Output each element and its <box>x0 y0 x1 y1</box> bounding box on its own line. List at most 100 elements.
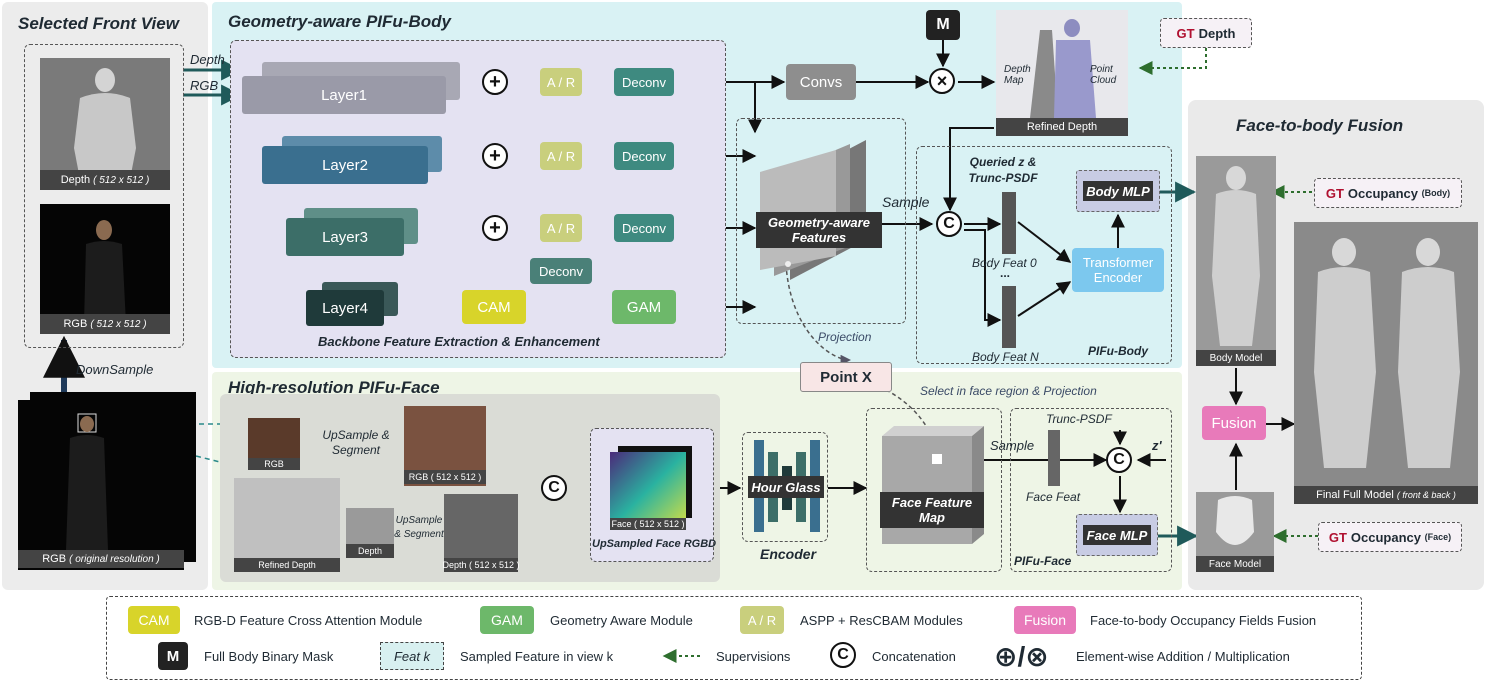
original-res: ( original resolution ) <box>69 553 160 565</box>
add-op-3: + <box>482 215 508 241</box>
depth-input-label: Depth <box>190 52 225 67</box>
layer1-label: Layer1 <box>321 86 367 104</box>
ar-module-1: A / R <box>540 68 582 96</box>
face-feat-label: Face Feat <box>1026 490 1081 504</box>
rgb-figure <box>84 220 126 324</box>
transformer-encoder: Transformer Encoder <box>1072 248 1164 292</box>
deconv-2: Deconv <box>614 142 674 170</box>
face-model-figure <box>1216 496 1254 545</box>
legend-box <box>106 596 1362 680</box>
deconv-3: Deconv <box>614 214 674 242</box>
face-feature-map-label: Face Feature Map <box>880 492 984 528</box>
add-op-2: + <box>482 143 508 169</box>
layer4-label: Layer4 <box>322 299 368 317</box>
body-feat-dots: ... <box>1000 266 1011 280</box>
legend-feat-desc: Sampled Feature in view k <box>460 649 614 664</box>
depth-res: ( 512 x 512 ) <box>93 174 150 186</box>
depth-caption-text: Depth <box>60 174 91 186</box>
refined-depth-figure <box>1030 19 1096 118</box>
body-mlp-box: Body MLP <box>1076 170 1160 212</box>
multiply-op: × <box>929 68 955 94</box>
front-view-box <box>24 44 184 348</box>
rgb-input-label: RGB <box>190 78 219 93</box>
refined-depth-caption: Refined Depth <box>996 118 1128 136</box>
upsample2-label: UpSample & Segment <box>394 515 444 540</box>
downsample-label: DownSample <box>76 362 154 377</box>
deconv-4: Deconv <box>530 258 592 284</box>
layer3-block: Layer3 <box>286 218 404 256</box>
concat-op-face2: C <box>1106 447 1132 473</box>
gt-depth-prefix: GT <box>1176 25 1195 41</box>
depth-map-label: Depth Map <box>1004 64 1031 86</box>
left-panel-title: Selected Front View <box>18 14 179 33</box>
gt-depth-label: Depth <box>1198 25 1236 41</box>
concat-op-body: C <box>936 211 962 237</box>
encoder-label: Encoder <box>760 546 817 562</box>
depth-caption: Depth ( 512 x 512 ) <box>40 170 170 190</box>
final-model-text: Final Full Model <box>1316 489 1394 501</box>
legend-concat-desc: Concatenation <box>872 649 956 664</box>
legend-feat: Feat k <box>380 642 444 670</box>
gt-face-sub: (Face) <box>1424 532 1452 542</box>
legend-mask: M <box>158 642 188 670</box>
legend-ar-desc: ASPP + ResCBAM Modules <box>800 613 963 628</box>
legend-mask-desc: Full Body Binary Mask <box>204 649 334 664</box>
body-feat-0-bar <box>1002 192 1016 254</box>
point-x-label: Point X <box>800 362 892 392</box>
face-model-caption: Face Model <box>1196 556 1274 572</box>
fusion-block: Fusion <box>1202 406 1266 440</box>
z-prime-label: z' <box>1152 438 1162 453</box>
sample-label: Sample <box>882 194 930 210</box>
legend-cam-desc: RGB-D Feature Cross Attention Module <box>194 613 423 628</box>
legend-concat: C <box>830 642 856 668</box>
pifu-face-label: PIFu-Face <box>1014 554 1072 568</box>
face-feat-bar <box>1048 430 1060 486</box>
layer3-label: Layer3 <box>322 228 368 246</box>
legend-gam: GAM <box>480 606 534 634</box>
legend-cam: CAM <box>128 606 180 634</box>
geo-panel-title: Geometry-aware PIFu-Body <box>228 12 451 31</box>
rgb-caption: RGB ( 512 x 512 ) <box>40 314 170 334</box>
pifu-face-box <box>1010 408 1172 572</box>
original-caption: RGB ( original resolution ) <box>18 550 184 568</box>
legend-ops: ⊕/⊗ <box>994 641 1049 672</box>
add-op-1: + <box>482 69 508 95</box>
geo-features-label: Geometry-aware Features <box>756 212 882 248</box>
body-feat-n-label: Body Feat N <box>972 350 1039 364</box>
original-figure <box>66 413 108 550</box>
original-caption-text: RGB <box>42 553 67 565</box>
refined-depth-small <box>234 478 340 572</box>
gt-face-label: Occupancy <box>1350 529 1421 545</box>
pifu-body-label: PIFu-Body <box>1088 344 1148 358</box>
face-512-caption: Face ( 512 x 512 ) <box>610 518 686 530</box>
face-mlp-label: Face MLP <box>1083 525 1151 545</box>
body-model-caption: Body Model <box>1196 350 1276 366</box>
depth-512-caption: Depth ( 512 x 512 ) <box>442 558 520 572</box>
rgb-image <box>40 204 170 334</box>
convs-block: Convs <box>786 64 856 100</box>
gt-body-label: Occupancy <box>1347 185 1419 201</box>
gam-module: GAM <box>612 290 676 324</box>
geo-features-box <box>736 118 906 324</box>
gt-face-prefix: GT <box>1328 529 1347 545</box>
upsample-label: UpSample & Segment <box>322 428 390 457</box>
projection-label: Projection <box>818 330 872 344</box>
gt-body-sub: (Body) <box>1421 188 1451 198</box>
rgb-512-caption: RGB ( 512 x 512 ) <box>404 470 486 484</box>
depth-figure <box>74 68 136 190</box>
backbone-caption: Backbone Feature Extraction & Enhancemen… <box>318 334 600 349</box>
hourglass-label: Hour Glass <box>748 476 824 498</box>
depth-small-caption: Depth <box>346 544 394 558</box>
body-model-image <box>1196 156 1276 364</box>
select-face-label: Select in face region & Projection <box>920 384 1097 398</box>
mask-block: M <box>926 10 960 40</box>
queried-label: Queried z & Trunc-PSDF <box>968 155 1038 185</box>
upsampled-rgbd-label: UpSampled Face RGBD <box>592 538 717 550</box>
body-feat-n-bar <box>1002 286 1016 348</box>
face-feature-box <box>866 408 1002 572</box>
pifu-body-box <box>916 146 1172 364</box>
legend-ar: A / R <box>740 606 784 634</box>
final-model-sub: ( front & back ) <box>1396 490 1456 500</box>
rgb-small-caption: RGB <box>248 458 300 470</box>
